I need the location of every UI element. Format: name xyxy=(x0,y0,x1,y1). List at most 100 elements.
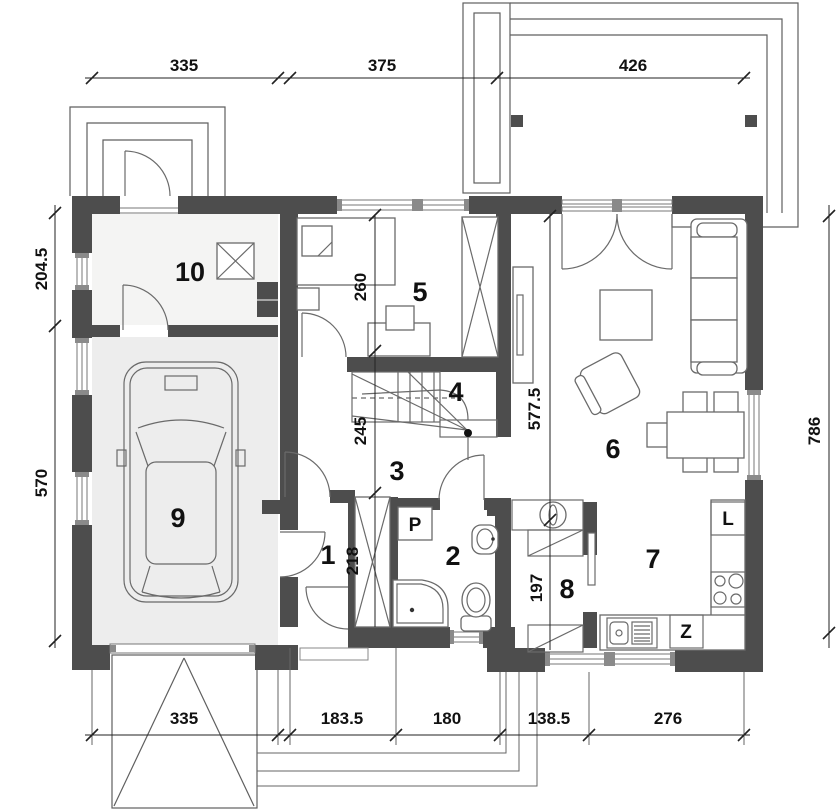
dim-bottom-garage: 335 xyxy=(170,709,198,728)
living-furniture xyxy=(512,218,748,473)
door-garage-hall xyxy=(279,531,326,578)
door-main-entrance xyxy=(305,586,349,630)
dining-chair xyxy=(682,391,708,415)
chimney-block xyxy=(257,282,278,317)
room-label-2: 2 xyxy=(445,541,460,571)
wardrobe-bedroom xyxy=(461,216,499,358)
car-roof xyxy=(145,461,217,565)
room-labels: 1 2 3 4 5 6 7 8 9 10 xyxy=(170,257,660,604)
pantry-fixtures xyxy=(511,499,584,653)
door-utility-garage xyxy=(122,284,169,331)
dishwasher-label: Z xyxy=(680,622,692,643)
coffee-table xyxy=(599,289,653,341)
dim-left-utility: 204.5 xyxy=(32,248,51,291)
kitchen-fixtures xyxy=(599,499,746,651)
sofa-armrest-top xyxy=(696,222,738,238)
door-bedroom xyxy=(301,312,347,358)
armchair xyxy=(574,352,641,416)
terrace-door-frame xyxy=(561,199,673,212)
toilet xyxy=(460,582,492,632)
walls xyxy=(72,196,763,672)
counter-bottom xyxy=(599,614,746,651)
garage-door xyxy=(109,643,256,654)
dim-bottom-entry: 183.5 xyxy=(321,709,364,728)
bedroom-furniture xyxy=(296,216,499,358)
dimension-labels: 335 375 426 335 183.5 180 138.5 276 204.… xyxy=(32,56,824,728)
door-terrace-double xyxy=(561,213,673,270)
dining-table xyxy=(666,411,745,459)
window-bedroom-top xyxy=(337,196,469,214)
washer-label: P xyxy=(409,515,422,536)
kitchen-sink xyxy=(606,617,658,649)
wardrobe-hall xyxy=(354,496,391,628)
water-heater xyxy=(539,501,567,529)
door-hall-corridor xyxy=(284,451,331,498)
terrace-post-left xyxy=(511,115,523,127)
room-label-7: 7 xyxy=(645,544,660,574)
room-label-10: 10 xyxy=(175,257,205,287)
sofa xyxy=(690,218,748,376)
dim-top-center: 375 xyxy=(368,56,396,75)
extension-lines xyxy=(91,648,745,787)
shower xyxy=(392,579,449,628)
dim-bottom-kitchen: 276 xyxy=(654,709,682,728)
door-bathroom xyxy=(438,454,485,501)
door-pantry-panel xyxy=(587,532,596,586)
dim-bottom-pantry: 138.5 xyxy=(528,709,571,728)
window-living-right xyxy=(745,390,763,480)
dim-top-garage: 335 xyxy=(170,56,198,75)
dim-bottom-bath: 180 xyxy=(433,709,461,728)
dim-corridor-depth: 245 xyxy=(351,417,370,445)
stove xyxy=(710,571,746,608)
window-left-garage-lower xyxy=(72,472,92,525)
dim-top-terrace: 426 xyxy=(619,56,647,75)
dimension-ticks xyxy=(48,71,836,742)
entrance-step xyxy=(299,647,369,661)
car xyxy=(116,361,246,603)
dining-set xyxy=(646,391,745,473)
driveway xyxy=(111,654,258,809)
tv-cabinet xyxy=(512,266,534,384)
window-left-utility xyxy=(72,253,92,290)
bathroom-fixtures xyxy=(392,506,499,632)
porch-door-sill xyxy=(120,207,178,214)
window-bathroom-bottom xyxy=(450,627,483,648)
windows xyxy=(72,196,763,672)
room-label-4: 4 xyxy=(448,377,463,407)
room-label-5: 5 xyxy=(412,277,427,307)
window-left-garage-upper xyxy=(72,338,92,395)
dim-bedroom-depth: 260 xyxy=(351,273,370,301)
room-label-3: 3 xyxy=(389,456,404,486)
utility-furniture xyxy=(216,242,255,280)
dishwasher xyxy=(669,614,704,649)
terrace-post-right xyxy=(745,115,757,127)
entrance-porch-steps xyxy=(69,106,226,196)
desk-chair xyxy=(385,305,415,331)
door-porch-entry xyxy=(124,150,171,197)
dimension-lines xyxy=(48,71,836,742)
dim-right-house: 786 xyxy=(805,417,824,445)
washing-machine xyxy=(397,506,433,541)
room-label-9: 9 xyxy=(170,503,185,533)
nightstand xyxy=(296,287,320,311)
dim-left-garage: 570 xyxy=(32,469,51,497)
dim-living-depth: 577.5 xyxy=(525,388,544,431)
room-label-8: 8 xyxy=(559,574,574,604)
fridge xyxy=(710,501,746,536)
pantry-shelf-top xyxy=(527,529,584,557)
dim-pantry-depth: 197 xyxy=(527,574,546,602)
terrace-outline xyxy=(462,2,799,228)
dining-chair xyxy=(646,422,670,448)
car-mirror-left xyxy=(116,449,127,467)
room-label-6: 6 xyxy=(605,434,620,464)
appliance-labels: P L Z xyxy=(409,509,735,643)
pillow xyxy=(301,225,333,257)
doors xyxy=(122,150,673,630)
bathroom-sink xyxy=(471,524,499,555)
dim-wardrobe: 218 xyxy=(343,547,362,575)
dining-chair xyxy=(713,391,739,415)
staircase xyxy=(351,371,498,460)
car-mirror-right xyxy=(235,449,246,467)
